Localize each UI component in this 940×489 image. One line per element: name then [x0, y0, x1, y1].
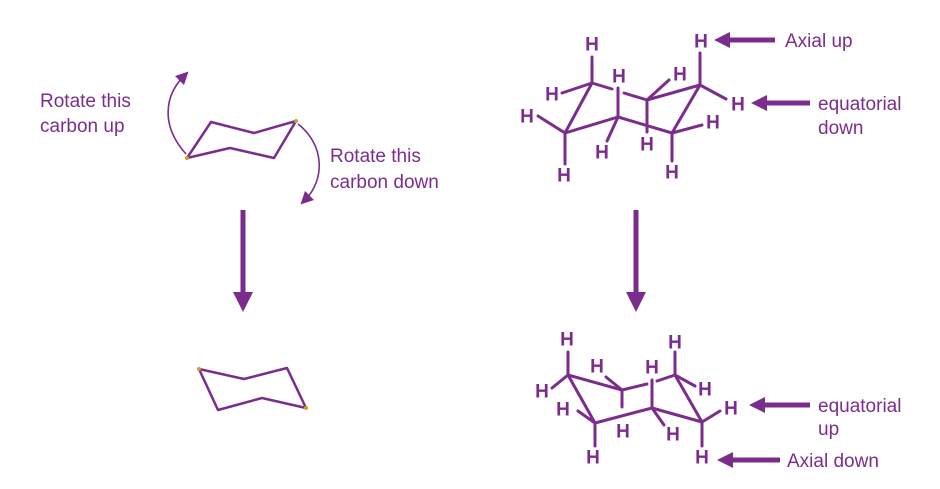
hydrogen-label: H	[556, 400, 570, 421]
hydrogen-label: H	[545, 85, 559, 106]
hydrogen-label: H	[585, 35, 599, 56]
hydrogen-label: H	[520, 107, 534, 128]
equatorial-up-label-line1: equatorial	[818, 396, 901, 417]
vertex-dot	[185, 156, 189, 160]
hydrogen-label: H	[666, 425, 680, 446]
hydrogen-label: H	[595, 143, 609, 164]
hydrogen-label-equatorial-up: H	[724, 399, 738, 420]
axial-up-pointer	[714, 32, 775, 48]
hydrogen-label: H	[640, 135, 654, 156]
equatorial-down-pointer	[751, 95, 810, 111]
hydrogen-label: H	[616, 422, 630, 443]
rotate-up-label-line2: carbon up	[40, 116, 125, 137]
hydrogen-label: H	[673, 65, 687, 86]
rotate-up-label-line1: Rotate this	[40, 91, 131, 112]
equatorial-up-label-line2: up	[818, 419, 839, 440]
rotate-down-label-line2: carbon down	[330, 172, 439, 193]
rotate-down-curved-arrow	[297, 123, 320, 205]
equatorial-up-pointer	[749, 397, 810, 413]
hydrogen-label: H	[668, 333, 682, 354]
hydrogen-label: H	[590, 357, 604, 378]
down-arrow-right	[626, 210, 646, 312]
chair-conformation-top-left	[185, 119, 298, 160]
equatorial-down-label-line2: down	[818, 118, 863, 139]
hydrogen-label: H	[560, 330, 574, 351]
hydrogen-label-axial-down: H	[695, 448, 709, 469]
vertex-dot	[294, 119, 298, 123]
hydrogen-label: H	[645, 358, 659, 379]
down-arrow-left	[233, 210, 253, 312]
chair-with-hydrogens-bottom: H H H H H H H H H H H H	[535, 330, 738, 469]
chair-conformation-bottom-left	[197, 366, 308, 412]
axial-down-label: Axial down	[787, 451, 879, 472]
hydrogen-label: H	[665, 163, 679, 184]
rotate-up-curved-arrow	[167, 71, 189, 155]
chair-with-hydrogens-top: H H H H H H H H H H H H	[520, 32, 745, 187]
hydrogen-label: H	[586, 448, 600, 469]
rotate-down-label-line1: Rotate this	[330, 146, 421, 167]
hydrogen-label: H	[557, 166, 571, 187]
hydrogen-label: H	[698, 380, 712, 401]
hydrogen-label: H	[612, 67, 626, 88]
equatorial-down-label-line1: equatorial	[818, 94, 901, 115]
axial-up-label: Axial up	[785, 31, 853, 52]
vertex-dot	[197, 367, 201, 371]
hydrogen-label: H	[535, 382, 549, 403]
axial-down-pointer	[717, 452, 780, 468]
hydrogen-label-equatorial-down: H	[731, 95, 745, 116]
hydrogen-label-axial-up: H	[694, 32, 708, 53]
vertex-dot	[304, 406, 308, 410]
hydrogen-label: H	[706, 113, 720, 134]
